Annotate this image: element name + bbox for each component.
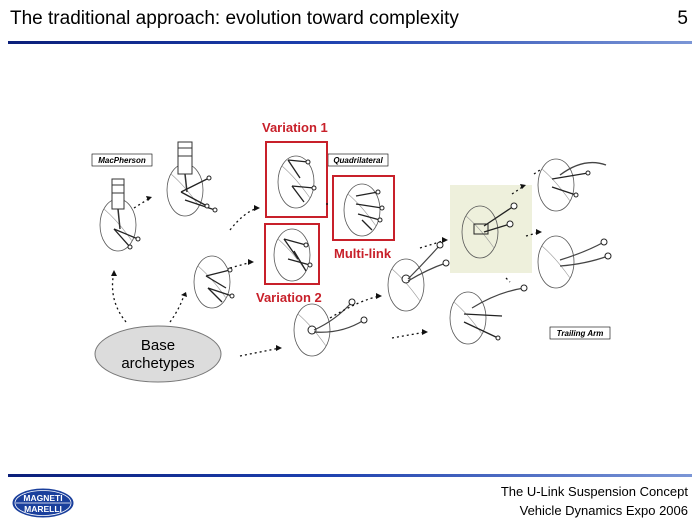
quadrilateral-label-box: Quadrilateral xyxy=(327,153,389,167)
svg-text:Trailing Arm: Trailing Arm xyxy=(557,329,604,338)
arrow-heads xyxy=(111,184,542,351)
svg-text:MAGNETI: MAGNETI xyxy=(23,493,62,503)
macpherson-sketch-large xyxy=(166,141,218,217)
base-archetypes-label-line2: archetypes xyxy=(121,355,194,372)
variation1-sketch xyxy=(277,155,317,209)
footer-divider xyxy=(8,474,692,477)
macpherson-sketch-small xyxy=(99,178,141,252)
variation1-label: Variation 1 xyxy=(262,120,328,135)
lower-trailing-sketch xyxy=(449,284,528,345)
mid-right-sketch xyxy=(537,235,612,289)
trailing-arm-label-box: Trailing Arm xyxy=(549,326,611,340)
multilink-label: Multi-link xyxy=(334,246,392,261)
footer-presentation-title: The U-Link Suspension Concept xyxy=(500,484,688,499)
variation1-frame xyxy=(265,141,328,218)
title-divider xyxy=(8,41,692,44)
double-wishbone-sketch xyxy=(193,255,235,309)
svg-text:MARELLI: MARELLI xyxy=(24,504,62,514)
base-archetypes-label-line1: Base xyxy=(141,337,175,354)
footer-event-name: Vehicle Dynamics Expo 2006 xyxy=(519,503,688,518)
variation2-label: Variation 2 xyxy=(256,290,322,305)
highlighted-concept-sketch xyxy=(461,202,518,259)
multilink-frame xyxy=(332,175,395,241)
page-title: The traditional approach: evolution towa… xyxy=(10,8,459,29)
highlighted-concept-background xyxy=(450,185,532,273)
variation2-frame xyxy=(264,223,320,285)
svg-text:Quadrilateral: Quadrilateral xyxy=(333,156,383,165)
twist-beam-sketch xyxy=(293,298,368,357)
slide-number: 5 xyxy=(677,8,688,29)
svg-text:MacPherson: MacPherson xyxy=(98,156,146,165)
variation2-sketch xyxy=(273,228,313,282)
top-right-sketch xyxy=(537,158,607,212)
macpherson-label-box: MacPherson xyxy=(91,153,153,167)
magneti-marelli-logo: MAGNETI MARELLI xyxy=(11,487,75,519)
multilink-sketch xyxy=(343,183,385,237)
base-archetypes-node: Base archetypes xyxy=(94,325,222,383)
semi-trailing-sketch xyxy=(387,241,450,312)
